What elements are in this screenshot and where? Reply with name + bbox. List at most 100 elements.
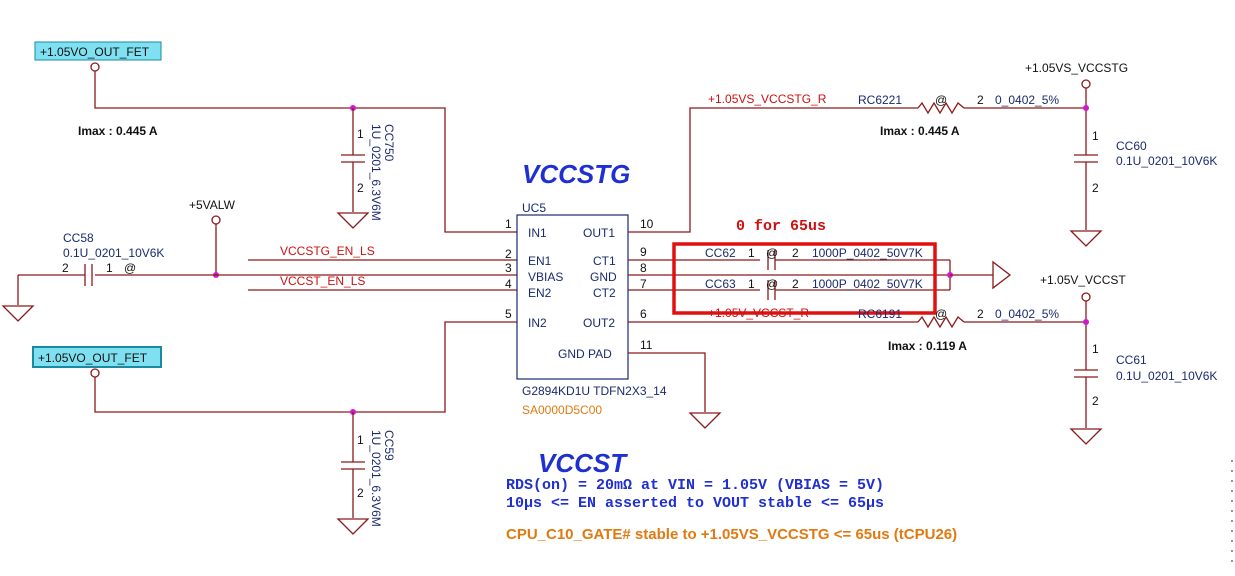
title-vccstg: VCCSTG — [522, 159, 630, 189]
title-vccst: VCCST — [538, 448, 628, 478]
highlight-box — [672, 242, 937, 315]
svg-text:2: 2 — [357, 181, 364, 195]
svg-text:8: 8 — [640, 261, 647, 275]
cap-cc62: CC62 1 @ 2 1000P_0402_50V7K — [705, 246, 950, 270]
svg-text:1: 1 — [106, 261, 113, 275]
pin-vbias: VBIAS — [528, 270, 563, 284]
cap-cc750-value: 1U_0201_6.3V6M — [369, 124, 383, 221]
cap-cc60-ref: CC60 — [1116, 139, 1147, 153]
ic-ref: UC5 — [522, 201, 546, 215]
svg-text:10: 10 — [640, 217, 654, 231]
pin-gnd-pad: GND PAD — [558, 347, 612, 361]
cap-cc58: CC58 0.1U_0201_10V6K 2 1 @ — [1, 231, 164, 322]
cap-cc62-value: 1000P_0402_50V7K — [812, 246, 923, 260]
cap-cc750: 1 2 CC750 1U_0201_6.3V6M — [336, 108, 396, 229]
pin-en1: EN1 — [528, 254, 552, 268]
svg-text:2: 2 — [505, 247, 512, 261]
power-vccstg: +1.05VS_VCCSTG — [1025, 61, 1128, 75]
pin-ct2: CT2 — [593, 286, 616, 300]
svg-text:2: 2 — [977, 93, 984, 107]
note-rds: RDS(on) = 20mΩ at VIN = 1.05V (VBIAS = 5… — [506, 477, 884, 494]
power-vccst: +1.05V_VCCST — [1040, 273, 1126, 287]
svg-text:@: @ — [124, 261, 136, 275]
pin-out1: OUT1 — [583, 226, 615, 240]
resistor-rc6191: RC6191 @ 2 0_0402_5% — [858, 307, 1086, 329]
svg-text:@: @ — [766, 277, 778, 291]
cap-cc60: 1 2 CC60 0.1U_0201_10V6K — [1069, 129, 1217, 247]
pin-en2: EN2 — [528, 286, 552, 300]
ct-note: 0 for 65us — [736, 218, 826, 235]
net-en1: VCCSTG_EN_LS — [280, 244, 375, 258]
pin-out2: OUT2 — [583, 316, 615, 330]
svg-text:1: 1 — [505, 217, 512, 231]
svg-text:2: 2 — [792, 277, 799, 291]
cap-cc59-ref: CC59 — [382, 430, 396, 461]
svg-text:2: 2 — [62, 261, 69, 275]
ic-part: G2894KD1U TDFN2X3_14 — [522, 384, 667, 398]
resistor-rc6221: RC6221 @ 2 0_0402_5% — [858, 93, 1086, 115]
svg-text:1: 1 — [748, 277, 755, 291]
wire-in1 — [94, 71, 517, 233]
svg-text:5: 5 — [505, 307, 512, 321]
cap-cc62-ref: CC62 — [705, 246, 736, 260]
svg-text:2: 2 — [792, 246, 799, 260]
svg-text:1: 1 — [357, 127, 364, 141]
svg-text:11: 11 — [640, 338, 653, 352]
svg-text:1: 1 — [748, 246, 755, 260]
port-bottom[interactable]: +1.05VO_OUT_FET — [32, 346, 162, 368]
wire-gnd-pad — [628, 352, 706, 412]
port-bottom-label: +1.05VO_OUT_FET — [38, 351, 148, 365]
svg-text:1: 1 — [1092, 342, 1099, 356]
pin-in1: IN1 — [528, 226, 547, 240]
pin-ct1: CT1 — [593, 254, 616, 268]
cap-cc61-value: 0.1U_0201_10V6K — [1116, 369, 1217, 383]
svg-text:9: 9 — [640, 245, 647, 259]
resistor-rc6191-value: 0_0402_5% — [995, 307, 1059, 321]
port-top-label: +1.05VO_OUT_FET — [40, 45, 150, 59]
pin-gnd: GND — [590, 270, 617, 284]
junction — [1083, 319, 1089, 325]
cap-cc750-ref: CC750 — [382, 124, 396, 162]
junction — [1083, 105, 1089, 111]
cap-cc63-value: 1000P_0402_50V7K — [812, 277, 923, 291]
svg-text:@: @ — [766, 246, 778, 260]
cap-cc63-ref: CC63 — [705, 277, 736, 291]
wire-in2 — [94, 321, 517, 413]
cap-cc58-ref: CC58 — [63, 231, 94, 245]
wire-out1 — [628, 107, 918, 233]
resistor-rc6221-value: 0_0402_5% — [995, 93, 1059, 107]
net-en2: VCCST_EN_LS — [280, 274, 365, 288]
resistor-rc6221-ref: RC6221 — [858, 93, 902, 107]
cap-cc60-value: 0.1U_0201_10V6K — [1116, 154, 1217, 168]
cap-cc58-value: 0.1U_0201_10V6K — [63, 246, 164, 260]
imax-out-top: Imax : 0.445 A — [880, 124, 960, 138]
imax-in-top: Imax : 0.445 A — [78, 124, 158, 138]
svg-text:2: 2 — [357, 486, 364, 500]
cap-cc61: 1 2 CC61 0.1U_0201_10V6K — [1069, 342, 1217, 445]
svg-text:1: 1 — [1092, 129, 1099, 143]
ic-code: SA0000D5C00 — [522, 403, 602, 417]
svg-text:2: 2 — [1092, 181, 1099, 195]
svg-text:7: 7 — [640, 277, 647, 291]
note-en-timing: 10μs <= EN asserted to VOUT stable <= 65… — [506, 495, 884, 512]
imax-out-bottom: Imax : 0.119 A — [888, 339, 967, 353]
net-out1: +1.05VS_VCCSTG_R — [708, 92, 827, 106]
svg-text:2: 2 — [1092, 394, 1099, 408]
cap-cc59: 1 2 CC59 1U_0201_6.3V6M — [336, 412, 396, 535]
port-top[interactable]: +1.05VO_OUT_FET — [34, 41, 162, 61]
cap-cc63: CC63 1 @ 2 1000P_0402_50V7K — [705, 277, 950, 300]
net-out2: +1.05V_VCCST_R — [708, 306, 809, 320]
ground-symbol — [992, 260, 1012, 290]
pin-in2: IN2 — [528, 316, 547, 330]
cap-cc61-ref: CC61 — [1116, 353, 1147, 367]
svg-text:2: 2 — [977, 307, 984, 321]
svg-text:3: 3 — [505, 261, 512, 275]
svg-text:4: 4 — [505, 277, 512, 291]
resistor-rc6191-ref: RC6191 — [858, 307, 902, 321]
svg-text:6: 6 — [640, 307, 647, 321]
ic-uc5[interactable] — [516, 214, 629, 380]
svg-text:@: @ — [935, 93, 947, 107]
svg-text:@: @ — [935, 307, 947, 321]
svg-text:1: 1 — [357, 433, 364, 447]
